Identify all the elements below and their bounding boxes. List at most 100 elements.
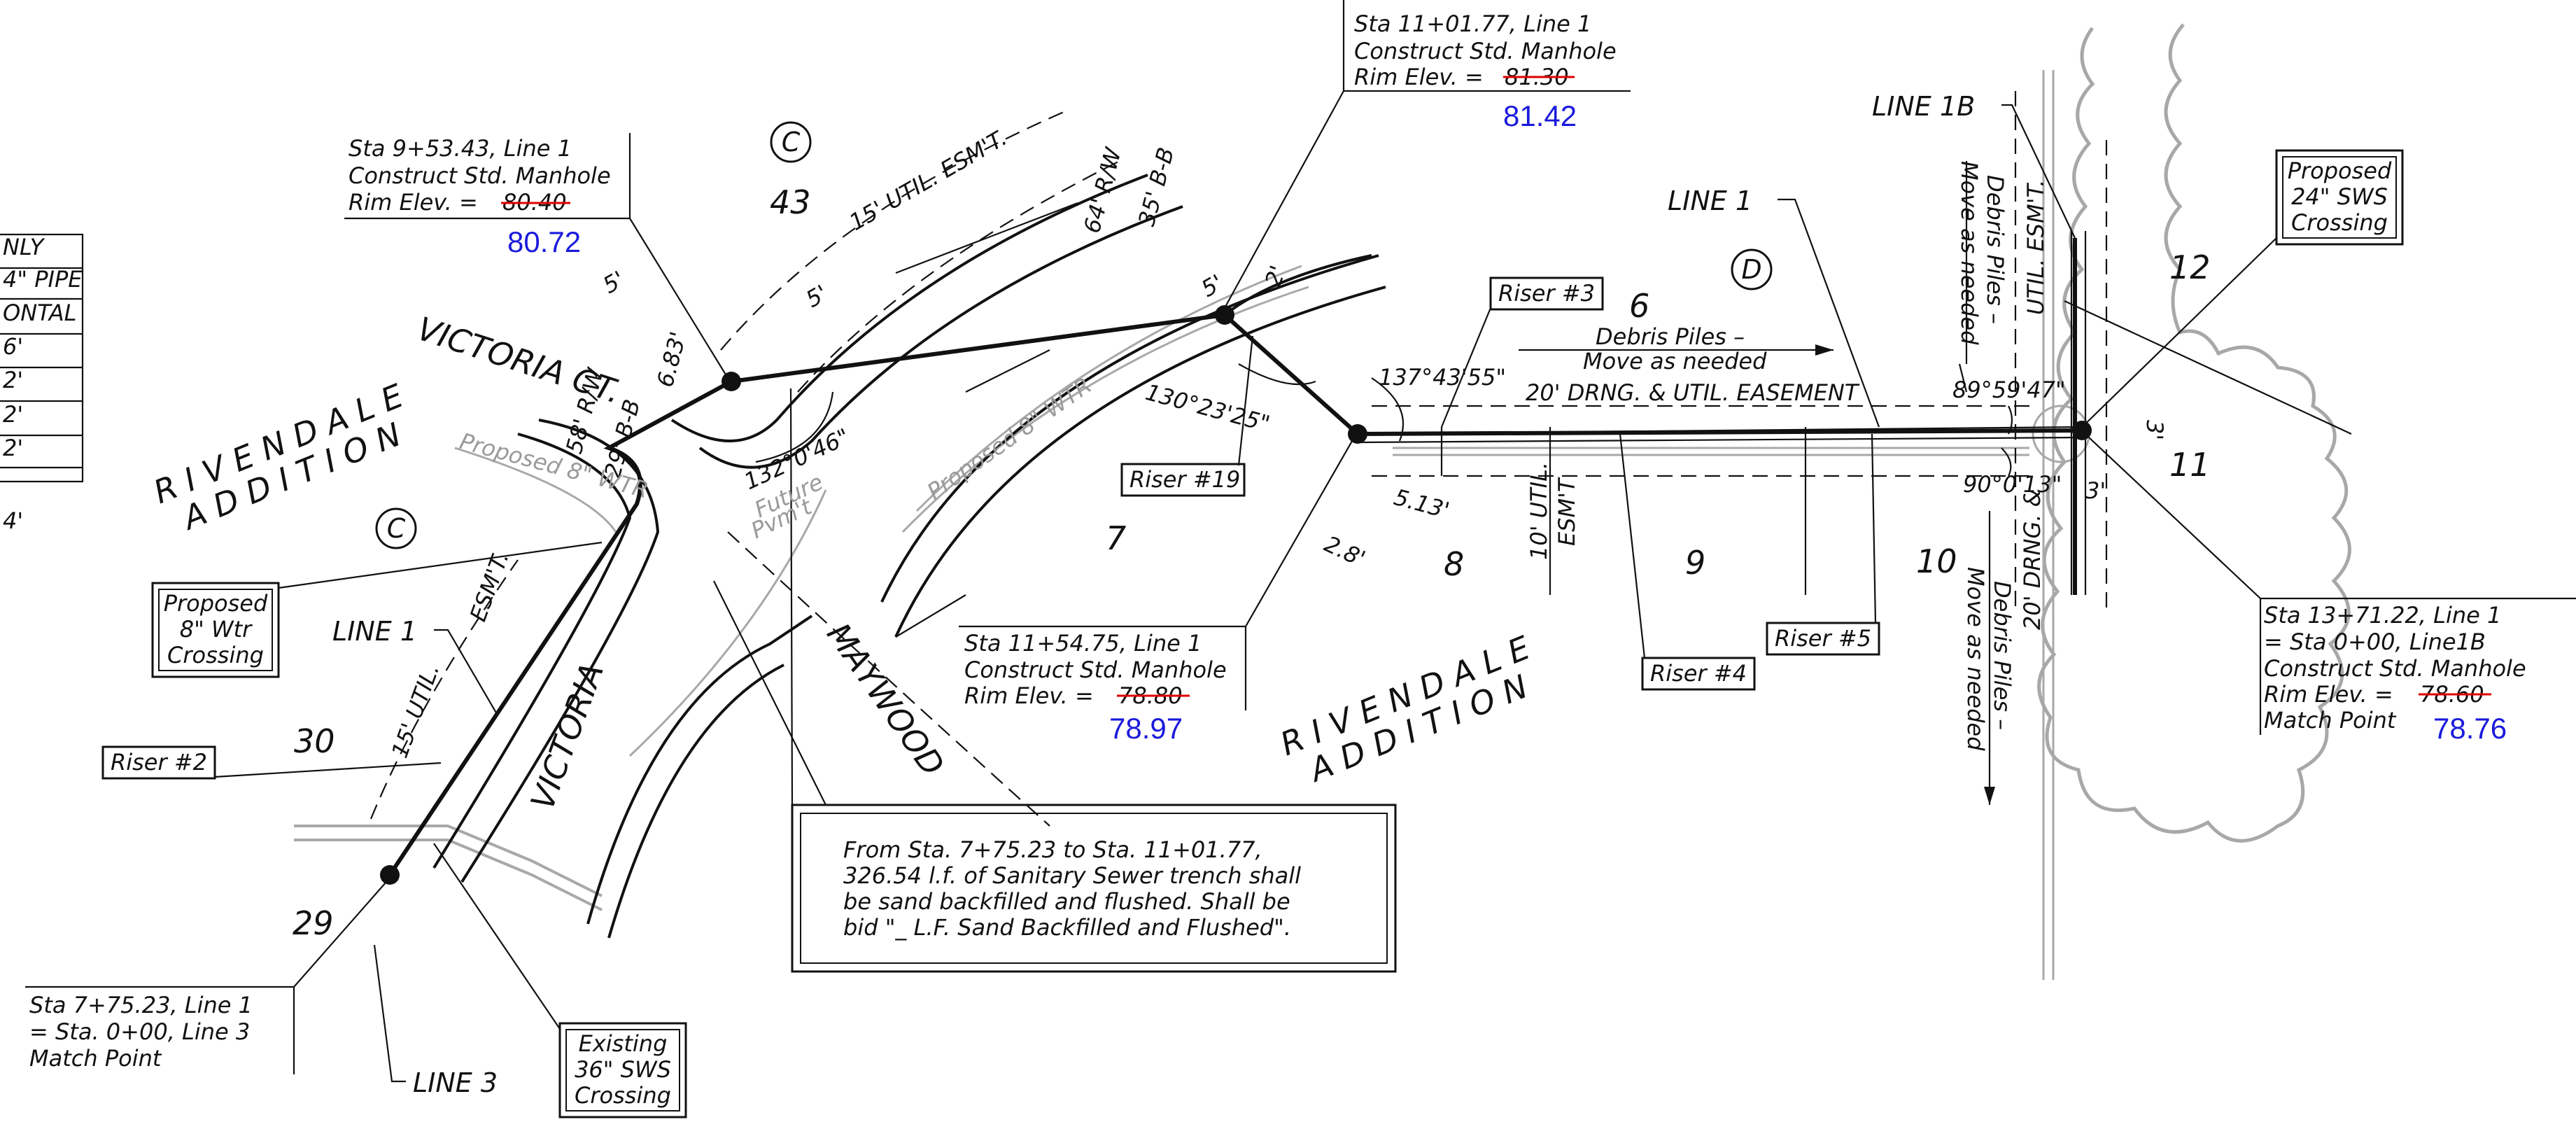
lot-10: 10 [1916,542,1957,580]
easement-lines [1372,91,2352,609]
lot-11: 11 [2169,446,2211,484]
note-953-line1: Sta 9+53.43, Line 1 [349,135,572,162]
debris-bottom-l2: Move as needed [1962,567,1989,751]
water-crossing-l3: Crossing [167,642,264,668]
debris-center-l1: Debris Piles – [1596,323,1745,350]
line-1b-label: LINE 1B [1872,91,1975,122]
easement-drng-right: 20' DRNG. & [2019,489,2046,630]
sand-note-line4: bid "_ L.F. Sand Backfilled and Flushed"… [843,914,1291,941]
riser-3-label: Riser #3 [1498,280,1595,307]
line-labels: LINE 1 LINE 1B LINE 1 LINE 3 [332,91,2076,1098]
street-maywood: MAYWOOD [819,616,952,783]
sws24-crossing-l1: Proposed [2288,157,2392,184]
riser-2-label: Riser #2 [111,749,207,776]
note-953-line3: Rim Elev. = [349,189,478,216]
note-775-line3: Match Point [29,1045,162,1072]
callout-36-sws-crossing: Existing 36" SWS Crossing [433,843,687,1119]
proposed-wtr-mid: Proposed 8" WTR [922,372,1097,505]
easement-util-10: 10' UTIL. [1526,462,1552,560]
note-1371-line2: = Sta 0+00, Line1B [2264,629,2486,655]
note-953-new-elev: 80.72 [507,225,581,258]
angle-137: 137°43'55" [1379,364,1506,391]
manhole-sta-1371[interactable] [2072,421,2092,440]
lot-8: 8 [1444,545,1464,583]
line-1-left-label: LINE 1 [332,616,417,647]
legend-row-3: ONTAL [3,300,76,326]
riser-19-label: Riser #19 [1129,466,1240,493]
note-sta-1371: Sta 13+71.22, Line 1 = Sta 0+00, Line1B … [2088,437,2576,745]
angle-90: 90°0'13" [1963,471,2062,498]
manhole-sta-1101[interactable] [1215,305,1234,325]
dim-64-rw: 64' R/W [1078,144,1127,236]
dim-6-83: 6.83' [652,329,691,390]
legend-row-1: NLY [3,234,45,260]
debris-note-top: Debris Piles – Move as needed [1956,161,2008,393]
note-775-line1: Sta 7+75.23, Line 1 [29,992,253,1018]
block-labels: C C D [375,121,1773,549]
callout-water-crossing: Proposed 8" Wtr Crossing [151,541,603,678]
dim-3-a: 3' [2141,420,2168,440]
dim-5-b: 5' [801,279,832,312]
angle-89: 89°59'47" [1952,377,2066,403]
easement-util-15-left: 15' UTIL. [386,660,445,762]
sws24-crossing-l3: Crossing [2291,209,2388,236]
lot-numbers: 43 7 8 9 10 6 12 11 30 29 [293,183,2211,942]
note-1101-new-elev: 81.42 [1503,99,1577,132]
note-953-line2: Construct Std. Manhole [349,162,611,189]
manhole-sta-953[interactable] [722,372,741,391]
note-sta-953: Sta 9+53.43, Line 1 Construct Std. Manho… [344,133,729,379]
block-c-top: C [782,127,801,157]
water-crossing-l1: Proposed [164,590,268,617]
sws24-crossing-l2: 24" SWS [2291,183,2388,210]
note-1371-line1: Sta 13+71.22, Line 1 [2264,602,2501,629]
dim-3-b: 3' [2085,477,2106,504]
note-1101-line2: Construct Std. Manhole [1354,38,1617,64]
lot-43: 43 [770,183,811,221]
note-1371-new-elev: 78.76 [2433,712,2507,745]
angle-130: 130°23'25" [1143,379,1273,437]
legend-row-4: 6' [3,333,23,360]
lot-7: 7 [1106,519,1126,557]
legend-row-5: 2' [3,367,23,393]
lot-12: 12 [2169,248,2211,286]
debris-top-l2: Move as needed [1956,161,1983,345]
note-1371-line4: Rim Elev. = [2264,681,2393,708]
dim-5-a: 5' [598,265,629,298]
note-sta-1101: Sta 11+01.77, Line 1 Construct Std. Manh… [1224,0,1631,309]
note-1154-line3: Rim Elev. = [964,682,1094,709]
note-1154-line2: Construct Std. Manhole [964,657,1227,683]
legend-row-8: 4' [3,507,23,534]
debris-center-l2: Move as needed [1583,348,1767,374]
sws36-crossing-l3: Crossing [575,1082,671,1109]
note-1371-line3: Construct Std. Manhole [2264,655,2526,682]
lot-6: 6 [1629,287,1649,325]
easement-drng-util: 20' DRNG. & UTIL. EASEMENT [1526,379,1860,406]
legend-table: NLY 4" PIPE ONTAL 6' 2' 2' 2' 4' [0,233,84,534]
manhole-sta-1154[interactable] [1348,424,1367,444]
lot-30: 30 [294,722,335,760]
easement-esmt-left: ESM'T. [465,548,514,625]
callout-24-sws-crossing: Proposed 24" SWS Crossing [2074,149,2404,435]
lot-9: 9 [1685,544,1705,582]
riser-19: Riser #19 [1120,335,1254,497]
sws36-crossing-l2: 36" SWS [575,1056,671,1083]
dim-35-bb: 35' B-B [1133,145,1179,230]
legend-row-2: 4" PIPE [3,266,83,293]
sand-note-line3: be sand backfilled and flushed. Shall be [843,888,1290,915]
note-775-line2: = Sta. 0+00, Line 3 [29,1018,250,1045]
line-1-label: LINE 1 [1668,185,1752,216]
riser-2: Riser #2 [101,745,442,780]
note-sta-1154: Sta 11+54.75, Line 1 Construct Std. Manh… [959,437,1355,745]
riser-5: Riser #5 [1766,433,1880,656]
note-1101-line1: Sta 11+01.77, Line 1 [1354,10,1591,37]
easement-esmt-10: ESM'T [1554,477,1580,546]
manhole-sta-775[interactable] [380,865,400,885]
existing-utilities [294,70,2090,980]
lot-29: 29 [293,904,334,942]
dim-5-13: 5.13' [1391,484,1452,524]
street-lines [369,111,1386,939]
dim-5-c: 5' [1197,269,1227,302]
water-crossing-l2: 8" Wtr [180,616,253,643]
debris-top-l1: Debris Piles – [1982,175,2008,324]
